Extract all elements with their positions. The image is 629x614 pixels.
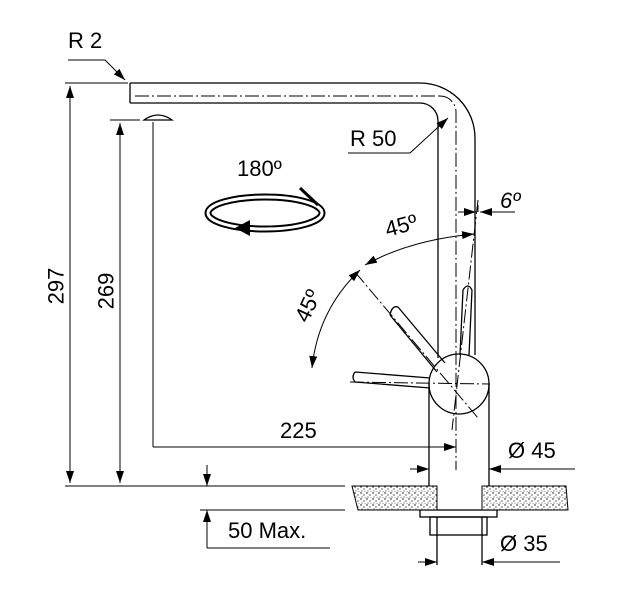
countertop [351,485,569,511]
spout-height-label: 269 [93,272,119,310]
body-diameter-label: Ø 45 [508,438,556,463]
rotation-label: 180º [237,156,282,181]
radius-2-label: R 2 [68,28,103,53]
total-height-label: 297 [43,267,69,305]
reach-label: 225 [280,418,317,443]
rotation-arrow-icon [204,186,326,236]
tilt-angle-label: 6º [500,188,521,213]
hole-diameter-label: Ø 35 [500,531,548,556]
max-thickness-label: 50 Max. [228,518,307,543]
dimension-lines [65,59,575,566]
faucet-outline [129,82,498,565]
centerlines [135,95,491,470]
radius-50-label: R 50 [350,126,397,151]
